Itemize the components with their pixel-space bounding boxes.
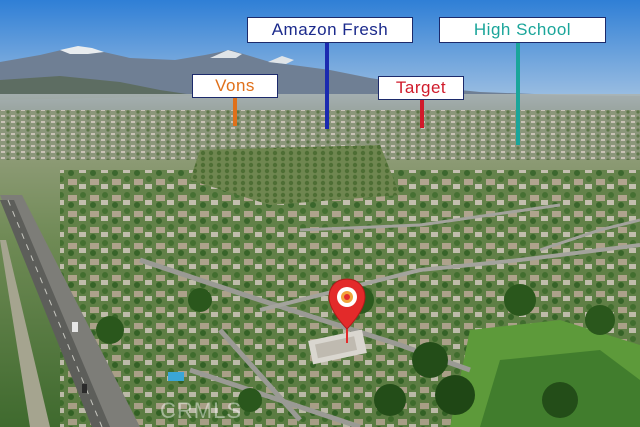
poi-stem-target	[420, 100, 424, 128]
poi-label-amazon-fresh: Amazon Fresh	[247, 17, 413, 43]
poi-label-vons: Vons	[192, 74, 278, 98]
poi-stem-vons	[233, 98, 237, 126]
watermark: CRMLS	[160, 398, 243, 423]
poi-stem-amazon-fresh	[325, 43, 329, 129]
poi-label-target: Target	[378, 76, 464, 100]
poi-stem-high-school	[516, 43, 520, 145]
map-pin-icon	[328, 278, 366, 343]
poi-label-high-school: High School	[439, 17, 606, 43]
